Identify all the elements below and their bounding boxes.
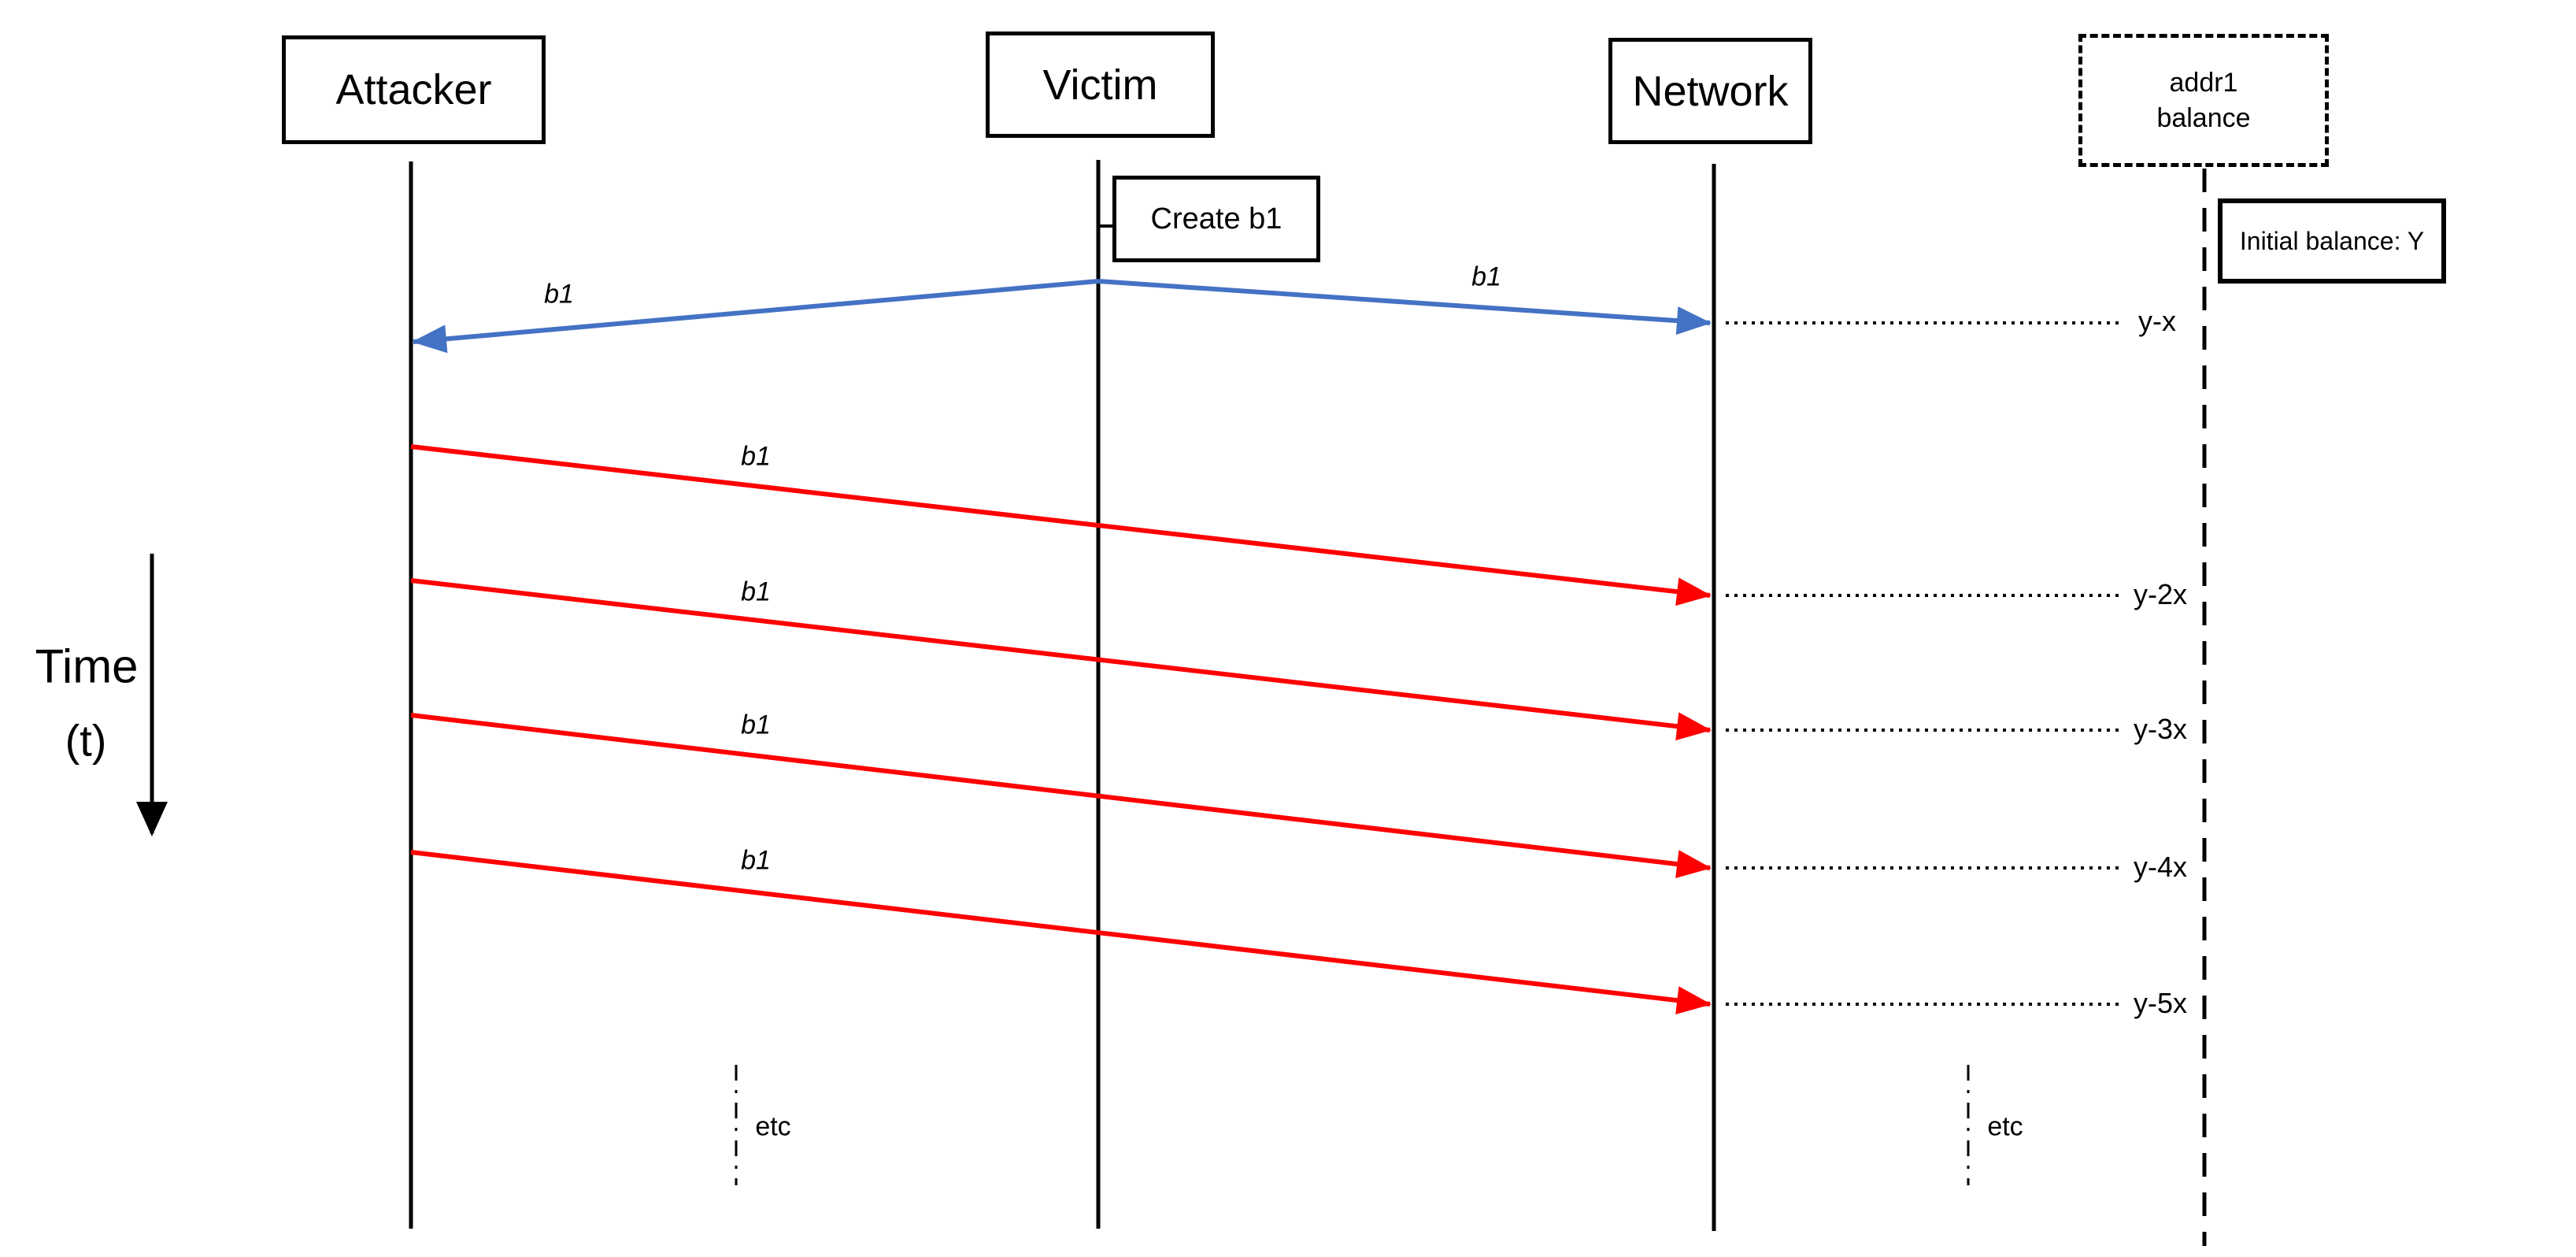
message-label-b1-replay-4: b1 [741, 845, 771, 876]
addr1-balance-title-line2: balance [2156, 102, 2251, 133]
balance-label-y-5x: y-5x [2133, 987, 2188, 1019]
message-label-b1-broadcast-right: b1 [1471, 261, 1501, 292]
balance-label-y-x: y-x [2138, 305, 2176, 337]
etc-label-right: etc [1987, 1111, 2023, 1142]
initial-balance-note-label: Initial balance: Y [2239, 226, 2425, 255]
victim-actor-box: Victim [986, 32, 1215, 138]
etc-label-left: etc [755, 1111, 791, 1142]
balance-label-y-2x: y-2x [2133, 578, 2188, 610]
b1-replay-arrow-1 [410, 444, 1712, 606]
addr1-balance-box: addr1 balance [2078, 34, 2329, 167]
b1-replay-arrow-3 [410, 713, 1712, 878]
create-b1-note-label: Create b1 [1150, 202, 1282, 235]
message-label-b1-broadcast-left: b1 [544, 279, 574, 310]
message-label-b1-replay-2: b1 [741, 577, 771, 607]
b1-broadcast-arrow-to-attacker [412, 279, 1099, 354]
addr1-balance-box-text: addr1 balance [2156, 65, 2250, 135]
create-b1-note: Create b1 [1112, 176, 1320, 262]
time-unit-label: (t) [65, 715, 107, 766]
balance-label-y-4x: y-4x [2133, 851, 2188, 883]
b1-replay-arrow-4 [410, 850, 1712, 1014]
attacker-actor-label: Attacker [335, 66, 492, 113]
initial-balance-note: Initial balance: Y [2218, 198, 2446, 284]
network-actor-label: Network [1632, 67, 1789, 115]
addr1-balance-title-line1: addr1 [2169, 68, 2238, 98]
time-axis-label: Time [35, 640, 139, 693]
b1-replay-arrow-2 [410, 578, 1712, 741]
attacker-actor-box: Attacker [282, 35, 546, 144]
balance-label-y-3x: y-3x [2133, 713, 2188, 745]
b1-broadcast-arrow-to-network [1097, 279, 1712, 336]
message-label-b1-replay-3: b1 [741, 710, 771, 740]
victim-actor-label: Victim [1042, 61, 1158, 109]
message-label-b1-replay-1: b1 [741, 441, 771, 472]
network-actor-box: Network [1608, 38, 1812, 144]
